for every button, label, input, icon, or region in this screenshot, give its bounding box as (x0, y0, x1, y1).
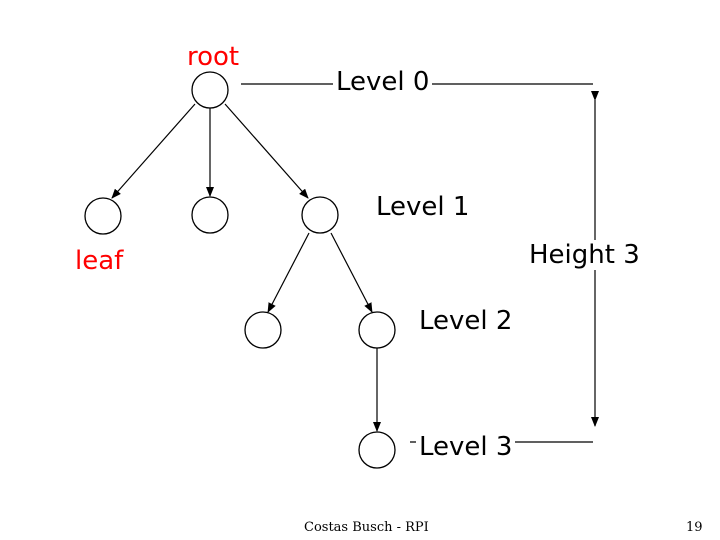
tree-node-level1-right (301, 196, 339, 234)
tree-node-level3 (358, 431, 396, 469)
edge-level1-to-level2-right (330, 232, 373, 313)
tree-node-level1-middle (191, 196, 229, 234)
edge-root-to-right (224, 103, 309, 199)
height-label: Height 3 (526, 240, 643, 270)
tree-node-level2-left (244, 311, 282, 349)
leaf-label: leaf (75, 246, 124, 276)
tree-node-root (191, 71, 229, 109)
level0-label: Level 0 (333, 67, 433, 97)
level1-label: Level 1 (373, 192, 473, 222)
tree-node-level2-right (358, 311, 396, 349)
root-label: root (187, 42, 240, 72)
level3-label: Level 3 (416, 432, 516, 462)
edge-root-to-left (111, 103, 196, 199)
page-number: 19 (686, 520, 703, 535)
edge-level1-to-level2-left (267, 232, 310, 313)
level2-label: Level 2 (416, 306, 516, 336)
footer-author: Costas Busch - RPI (304, 520, 429, 535)
tree-node-level1-left (84, 197, 122, 235)
